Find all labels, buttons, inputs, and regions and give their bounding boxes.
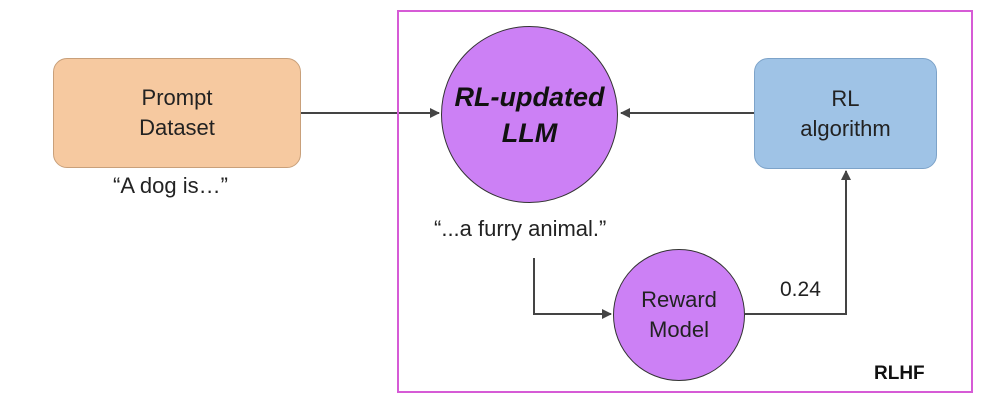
rl-updated-llm-node: RL-updated LLM: [441, 26, 618, 203]
prompt-example-caption: “A dog is…”: [113, 173, 228, 198]
prompt-dataset-node: Prompt Dataset: [53, 58, 301, 168]
rl-algorithm-label-line2: algorithm: [800, 115, 891, 141]
completion-example-caption: “...a furry animal.”: [434, 216, 607, 241]
rl-algorithm-label-line1: RL: [831, 85, 860, 111]
rl-algorithm-node: RL algorithm: [754, 58, 937, 169]
edge-reward-model-to-rl-algorithm: [745, 170, 851, 315]
edge-llm-to-reward-model: [533, 258, 612, 319]
reward-model-label-line1: Reward: [641, 287, 717, 312]
llm-label-line1: RL-updated: [454, 81, 605, 112]
prompt-dataset-label-line1: Prompt: [141, 85, 213, 110]
prompt-dataset-label-line2: Dataset: [139, 115, 215, 140]
reward-model-label-line2: Model: [649, 317, 709, 342]
rlhf-frame: [397, 10, 973, 393]
reward-model-node: Reward Model: [613, 249, 745, 381]
llm-label-line2: LLM: [501, 117, 558, 148]
reward-score-label: 0.24: [780, 278, 821, 301]
rlhf-group-label: RLHF: [874, 363, 925, 384]
